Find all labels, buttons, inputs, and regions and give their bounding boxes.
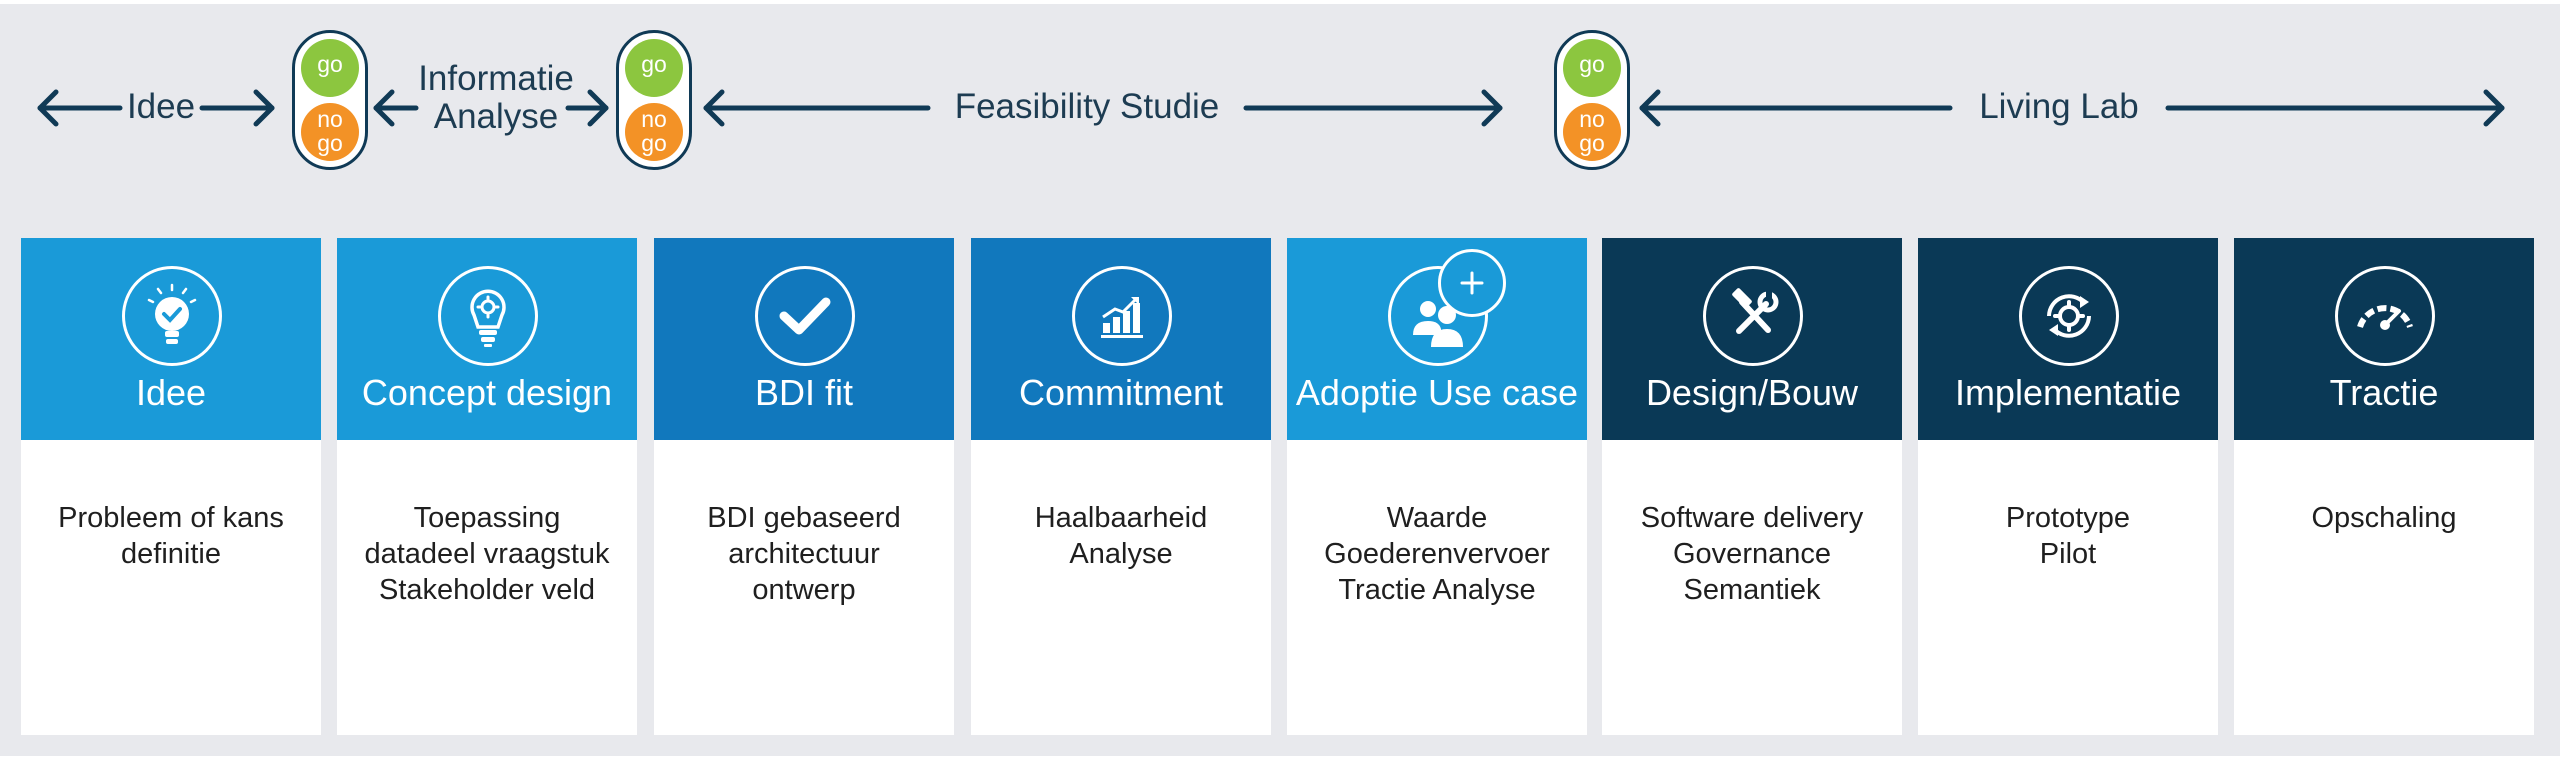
card-header: Concept design xyxy=(337,238,637,440)
card-text-line: Waarde xyxy=(1386,502,1488,534)
hammer-wrench-icon xyxy=(1703,266,1803,366)
card-header: Adoptie Use case xyxy=(1287,238,1587,440)
card-idee: Idee Probleem of kans definitie xyxy=(21,238,321,735)
go-nogo-gate-2: go no go xyxy=(616,30,692,170)
card-commitment: Commitment Haalbaarheid Analyse xyxy=(971,238,1271,735)
diagram-bottom-border xyxy=(0,756,2560,758)
go-light: go xyxy=(625,39,683,97)
card-text-line: definitie xyxy=(121,538,221,570)
card-body: Opschaling xyxy=(2234,500,2534,536)
card-text-line: ontwerp xyxy=(752,574,856,606)
growth-chart-icon xyxy=(1072,266,1172,366)
card-text-line: Toepassing xyxy=(413,502,561,534)
checkmark-icon xyxy=(755,266,855,366)
phase-arrows xyxy=(37,89,2505,127)
speedometer-icon xyxy=(2335,266,2435,366)
card-text-line: Pilot xyxy=(2039,538,2097,570)
go-light: go xyxy=(1563,39,1621,97)
card-body: BDI gebaseerd architectuur ontwerp xyxy=(654,500,954,608)
nogo-line2: go xyxy=(317,130,343,156)
card-title: Idee xyxy=(135,372,207,413)
card-title: BDI fit xyxy=(754,372,853,413)
card-bdi-fit: BDI fit BDI gebaseerd architectuur ontwe… xyxy=(654,238,954,735)
card-header: Commitment xyxy=(971,238,1271,440)
card-text-line: Haalbaarheid xyxy=(1034,502,1208,534)
card-text-line: Analyse xyxy=(1069,538,1173,570)
nogo-light: no go xyxy=(301,103,359,161)
plus-icon xyxy=(1438,249,1506,317)
card-header: Design/Bouw xyxy=(1602,238,1902,440)
card-header: Implementatie xyxy=(1918,238,2218,440)
nogo-line1: no xyxy=(317,106,343,132)
phase-label-informatie-line2: Analyse xyxy=(433,97,559,136)
card-header: Tractie xyxy=(2234,238,2534,440)
card-adoptie-use-case: Adoptie Use case Waarde Goederenvervoer … xyxy=(1287,238,1587,735)
card-header: BDI fit xyxy=(654,238,954,440)
card-title: Tractie xyxy=(2329,372,2439,413)
card-text-line: Tractie Analyse xyxy=(1338,574,1536,606)
nogo-line2: go xyxy=(1579,130,1605,156)
card-text-line: Opschaling xyxy=(2311,502,2457,534)
go-light: go xyxy=(301,39,359,97)
card-text-line: Software delivery xyxy=(1640,502,1864,534)
lightbulb-gear-icon xyxy=(438,266,538,366)
card-title: Implementatie xyxy=(1954,372,2182,413)
nogo-line1: no xyxy=(1579,106,1605,132)
card-concept-design: Concept design Toepassing datadeel vraag… xyxy=(337,238,637,735)
nogo-line1: no xyxy=(641,106,667,132)
go-nogo-gate-1: go no go xyxy=(292,30,368,170)
go-nogo-gate-3: go no go xyxy=(1554,30,1630,170)
nogo-line2: go xyxy=(641,130,667,156)
gear-cycle-icon xyxy=(2019,266,2119,366)
card-design-bouw: Design/Bouw Software delivery Governance… xyxy=(1602,238,1902,735)
card-text-line: Prototype xyxy=(2005,502,2131,534)
card-implementatie: Implementatie Prototype Pilot xyxy=(1918,238,2218,735)
phase-label-informatie: Informatie Analyse xyxy=(408,60,584,136)
card-title: Commitment xyxy=(1018,372,1224,413)
phase-label-idee: Idee xyxy=(126,87,196,126)
phase-label-living-lab: Living Lab xyxy=(1979,87,2139,126)
card-text-line: Governance xyxy=(1673,538,1831,570)
card-body: Software delivery Governance Semantiek xyxy=(1602,500,1902,608)
card-text-line: Goederenvervoer xyxy=(1324,538,1550,570)
card-text-line: Probleem of kans xyxy=(58,502,284,534)
card-header: Idee xyxy=(21,238,321,440)
card-title: Design/Bouw xyxy=(1645,372,1859,413)
lightbulb-check-icon xyxy=(122,266,222,366)
card-text-line: datadeel vraagstuk xyxy=(364,538,610,570)
card-body: Probleem of kans definitie xyxy=(21,500,321,572)
card-text-line: architectuur xyxy=(728,538,880,570)
card-text-line: Semantiek xyxy=(1683,574,1821,606)
card-body: Haalbaarheid Analyse xyxy=(971,500,1271,572)
card-body: Prototype Pilot xyxy=(1918,500,2218,572)
phase-label-feasibility: Feasibility Studie xyxy=(954,87,1220,126)
card-text-line: Stakeholder veld xyxy=(378,574,596,606)
card-tractie: Tractie Opschaling xyxy=(2234,238,2534,735)
nogo-light: no go xyxy=(625,103,683,161)
card-title: Adoptie Use case xyxy=(1295,372,1579,413)
users-icon xyxy=(1388,266,1488,366)
phase-label-informatie-line1: Informatie xyxy=(418,59,574,98)
card-body: Waarde Goederenvervoer Tractie Analyse xyxy=(1287,500,1587,608)
card-body: Toepassing datadeel vraagstuk Stakeholde… xyxy=(337,500,637,608)
card-title: Concept design xyxy=(361,372,613,413)
card-text-line: BDI gebaseerd xyxy=(707,502,901,534)
nogo-light: no go xyxy=(1563,103,1621,161)
